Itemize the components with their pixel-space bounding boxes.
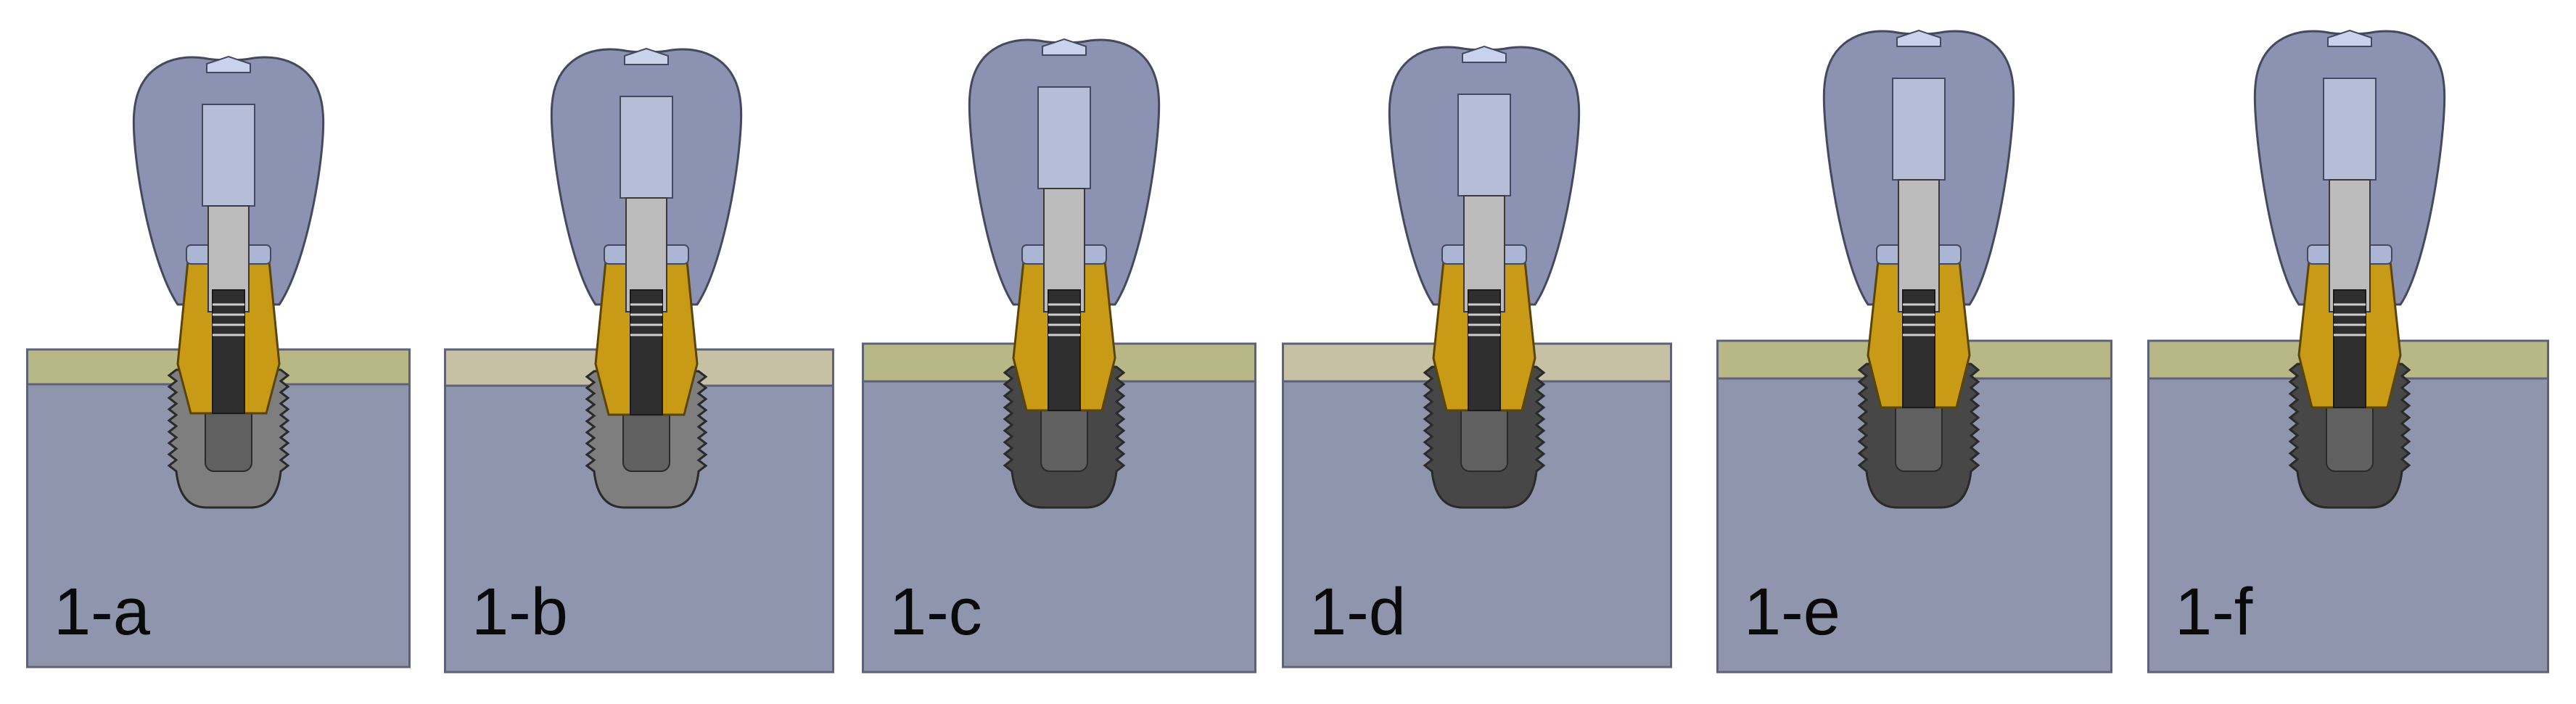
implant-illustration: [26, 55, 411, 668]
abutment-post: [202, 104, 255, 207]
access-cap: [206, 55, 251, 73]
panel-label: 1-c: [889, 575, 982, 649]
panel-label: 1-e: [1744, 575, 1840, 649]
screw-shaft: [1048, 289, 1081, 411]
panel-label: 1-a: [54, 575, 150, 649]
abutment-post: [2323, 78, 2377, 181]
screw-shaft: [2333, 289, 2366, 408]
screw-shaft: [212, 289, 245, 414]
panel-label: 1-d: [1309, 575, 1406, 649]
screw-shaft: [1468, 289, 1501, 411]
implant-illustration: [2147, 29, 2549, 674]
screw-shaft: [630, 289, 663, 415]
screw-shaft: [1902, 289, 1935, 408]
abutment-post: [1457, 94, 1511, 196]
access-cap: [1042, 38, 1087, 56]
access-cap: [1896, 29, 1941, 47]
access-cap: [2327, 29, 2372, 47]
implant-illustration: [1716, 29, 2112, 674]
implant-illustration: [1282, 45, 1672, 668]
implant-illustration: [862, 38, 1256, 674]
access-cap: [624, 47, 669, 65]
implant-illustration: [444, 47, 834, 674]
abutment-post: [1037, 86, 1091, 189]
abutment-post: [620, 96, 673, 199]
panel-label: 1-f: [2175, 575, 2253, 649]
abutment-post: [1892, 78, 1946, 181]
panel-label: 1-b: [472, 575, 568, 649]
access-cap: [1462, 45, 1507, 63]
